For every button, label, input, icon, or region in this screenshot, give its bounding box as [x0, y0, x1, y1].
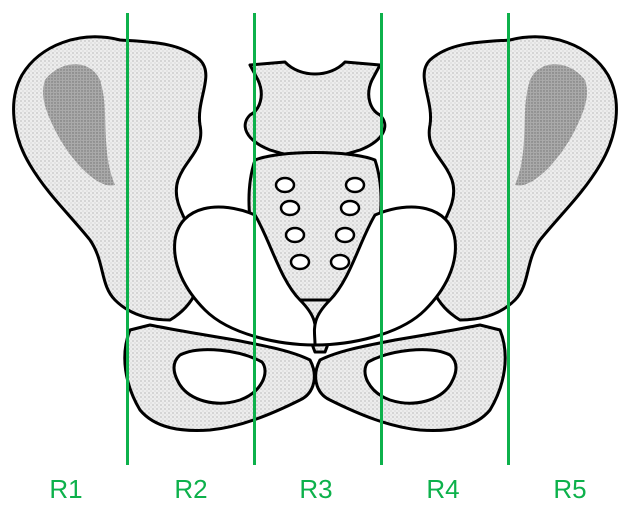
- region-label-r2: R2: [146, 474, 236, 504]
- region-label-r5: R5: [525, 474, 615, 504]
- divider-line-4: [507, 13, 510, 465]
- sacral-base: [245, 62, 385, 158]
- region-label-r4: R4: [398, 474, 488, 504]
- region-label-r1: R1: [21, 474, 111, 504]
- divider-line-1: [126, 13, 129, 465]
- divider-line-3: [380, 13, 383, 465]
- divider-line-2: [253, 13, 256, 465]
- region-label-r3: R3: [271, 474, 361, 504]
